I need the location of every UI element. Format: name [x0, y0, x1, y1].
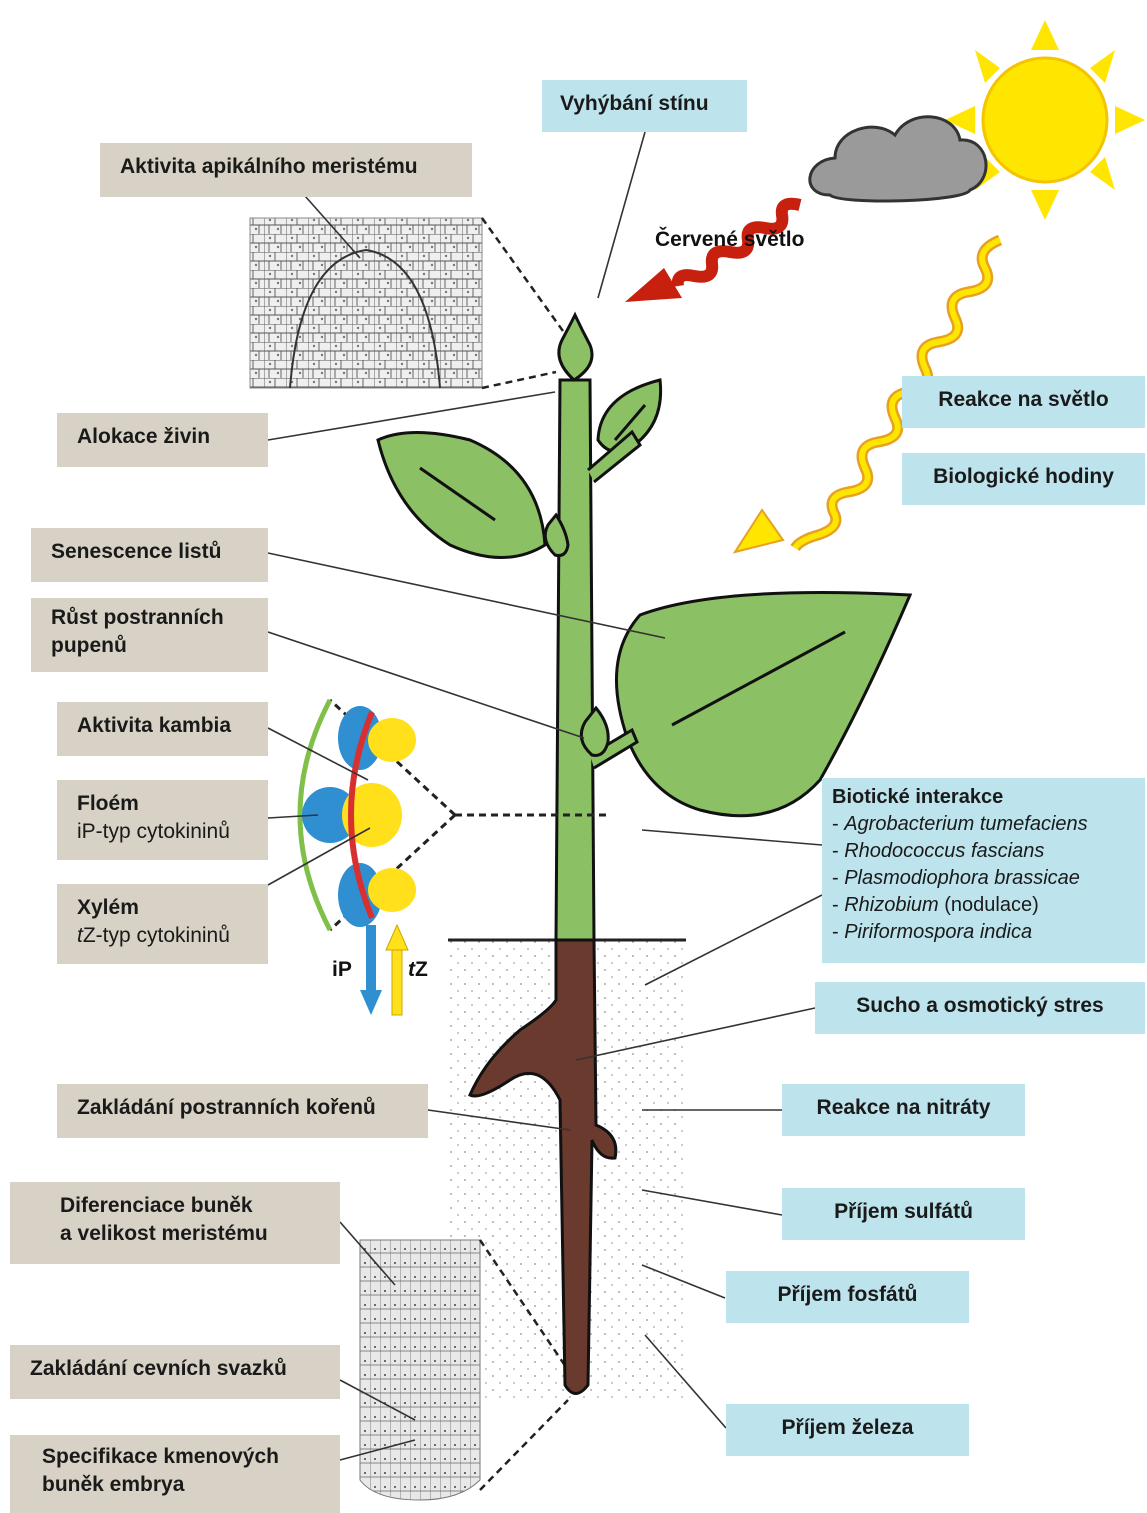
red-light-arrow: [625, 204, 800, 302]
cloud-icon: [810, 117, 986, 201]
label-red-light: Červené světlo: [655, 228, 804, 252]
label-phosphate: Příjem fosfátů: [726, 1271, 969, 1323]
ip-arrow: [360, 925, 382, 1015]
label-cambium: Aktivita kambia: [57, 702, 268, 756]
label-biotic: Biotické interakce - Agrobacterium tumef…: [822, 778, 1145, 963]
label-circadian: Biologické hodiny: [902, 453, 1145, 505]
label-drought: Sucho a osmotický stres: [815, 982, 1145, 1034]
tz-arrow: [386, 925, 408, 1015]
label-sulfate: Příjem sulfátů: [782, 1188, 1025, 1240]
label-tz: tZ: [408, 958, 428, 982]
label-shade-avoidance: Vyhýbání stínu: [542, 80, 747, 132]
label-leaf-senescence: Senescence listů: [31, 528, 268, 582]
label-vascular: Zakládání cevních svazků: [10, 1345, 340, 1399]
label-nutrient-allocation: Alokace živin: [57, 413, 268, 467]
label-lateral-roots: Zakládání postranních kořenů: [57, 1084, 428, 1138]
root-tip-micrograph: [360, 1240, 480, 1500]
label-ip: iP: [332, 958, 352, 982]
leaf-upper-left: [378, 433, 545, 558]
stem: [556, 380, 594, 940]
label-light-response: Reakce na světlo: [902, 376, 1145, 428]
apical-micrograph: [250, 218, 482, 388]
label-nitrate: Reakce na nitráty: [782, 1084, 1025, 1136]
label-apical-meristem: Aktivita apikálního meristému: [100, 143, 472, 197]
label-iron: Příjem železa: [726, 1404, 969, 1456]
apical-bud: [559, 315, 592, 380]
sun-icon: [945, 20, 1145, 220]
